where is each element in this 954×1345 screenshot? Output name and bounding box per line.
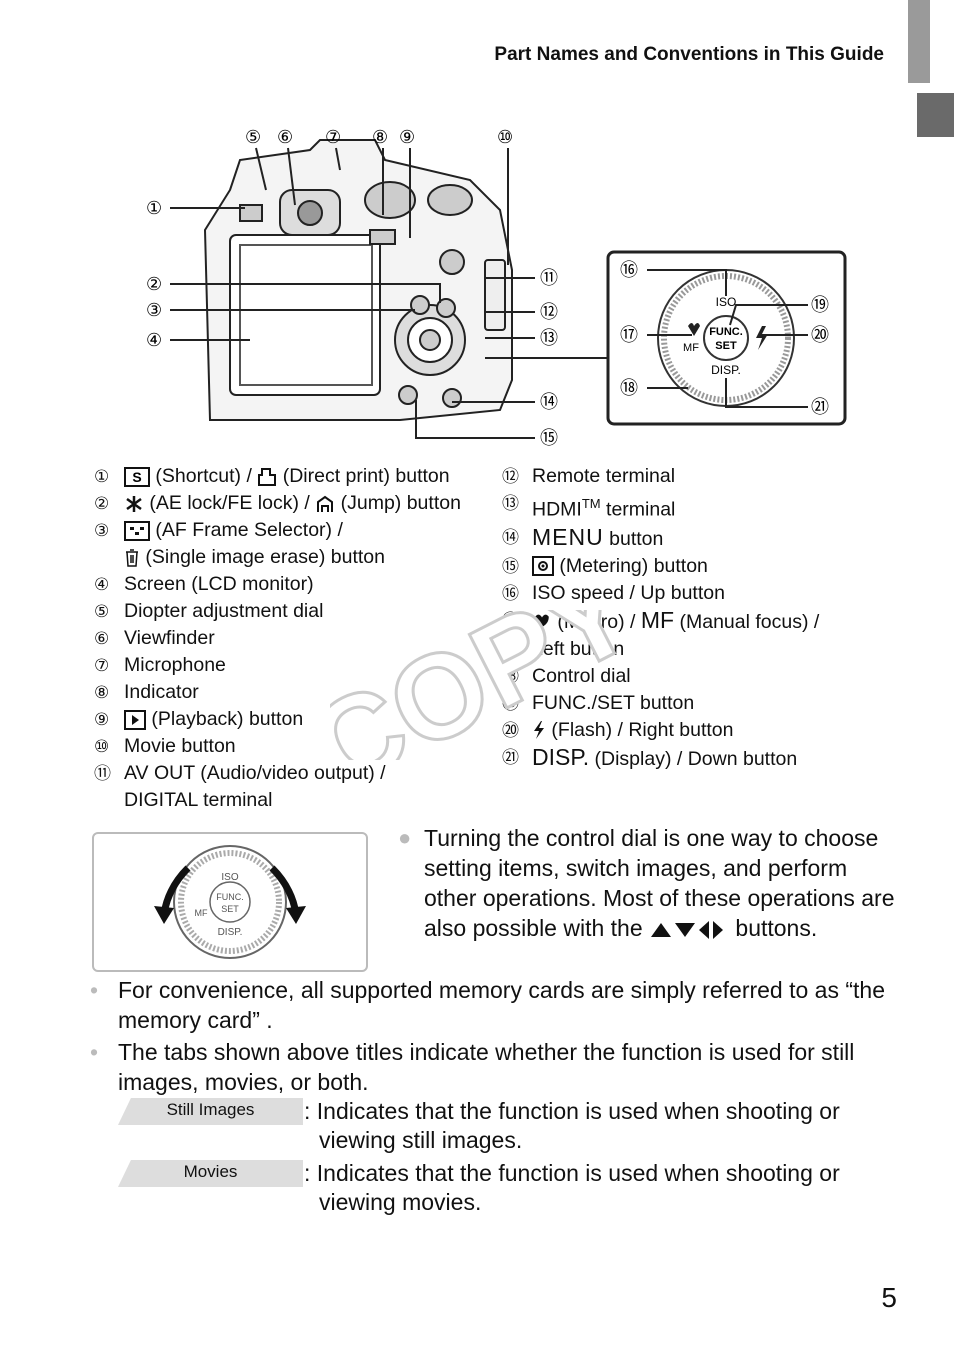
svg-text:SET: SET <box>221 904 239 914</box>
svg-text:DISP.: DISP. <box>218 927 243 938</box>
movies-tab: Movies <box>118 1160 303 1187</box>
camera-back-diagram: ⑤ ⑥ ⑦ ⑧ ⑨ ⑩ ① ② ③ ④ ⑪ ⑫ ⑬ ⑭ ⑮ ISO FUNC. … <box>146 127 847 448</box>
callout-8: ⑧ <box>372 127 388 147</box>
metering-icon <box>532 556 554 577</box>
callout-15: ⑮ <box>540 428 558 448</box>
callout-13: ⑬ <box>540 328 558 348</box>
callout-9: ⑨ <box>399 127 415 147</box>
page-header-title: Part Names and Conventions in This Guide <box>494 44 884 65</box>
copy-watermark: COPY <box>330 610 620 760</box>
callout-11: ⑪ <box>540 268 558 288</box>
tab-legend-still-images: Still Images : Indicates that the functi… <box>118 1096 908 1158</box>
dial-disp-label: DISP. <box>711 363 741 377</box>
page-number: 5 <box>881 1282 897 1313</box>
flash-icon <box>534 721 544 740</box>
dial-mf-label: MF <box>683 342 699 354</box>
tab-legend: Still Images : Indicates that the functi… <box>118 1096 908 1220</box>
disp-label: DISP. <box>532 743 590 770</box>
arrow-buttons-icon <box>651 920 724 939</box>
dial-set-label: SET <box>715 340 737 352</box>
legend-item-15: ⑮ (Metering) button <box>502 554 708 577</box>
callout-2: ② <box>146 274 162 294</box>
note-bullet-icon: ● <box>398 825 412 850</box>
callout-7: ⑦ <box>325 127 341 147</box>
bullet-list: • For convenience, all supported memory … <box>90 975 900 1097</box>
legend-item-3: ③ (AF Frame Selector) / <box>94 519 343 541</box>
ae-lock-icon <box>126 495 142 512</box>
legend-item-2: ② (AE lock/FE lock) / (Jump) button <box>94 492 461 514</box>
legend-item-17-cont: Left button <box>532 637 625 660</box>
svg-text:FUNC.: FUNC. <box>216 892 244 902</box>
section-tab-marker <box>908 0 930 83</box>
dial-func-label: FUNC. <box>709 326 743 338</box>
callout-3: ③ <box>146 300 162 320</box>
jump-icon <box>317 495 334 512</box>
callout-18: ⑱ <box>620 378 638 398</box>
af-frame-selector-icon <box>124 520 150 541</box>
callout-20: ⑳ <box>811 325 829 345</box>
svg-text:COPY: COPY <box>330 610 620 760</box>
callout-12: ⑫ <box>540 302 558 322</box>
camera-illustration <box>203 139 513 421</box>
tab-legend-movies: Movies : Indicates that the function is … <box>118 1158 908 1220</box>
legend-item-3-cont: (Single image erase) button <box>94 544 504 571</box>
svg-text:ISO: ISO <box>221 872 238 883</box>
macro-icon <box>535 615 549 632</box>
callout-21: ㉑ <box>811 397 829 417</box>
still-images-tab: Still Images <box>118 1098 303 1125</box>
legend-item-11-cont: DIGITAL terminal <box>124 789 273 811</box>
callout-5: ⑤ <box>245 127 261 147</box>
legend-item-17: ⑰ (Macro) / MF (Manual focus) / <box>502 606 820 633</box>
legend-item-20: ⑳ (Flash) / Right button <box>502 718 734 741</box>
legend-left: ① S (Shortcut) / (Direct print) button ②… <box>94 463 504 814</box>
callout-lines <box>170 147 608 439</box>
callout-10: ⑩ <box>497 127 513 147</box>
control-dial-rotation-diagram: ISO FUNC. SET MF DISP. <box>154 845 306 959</box>
callout-4: ④ <box>146 330 162 350</box>
callout-19: ⑲ <box>811 295 829 315</box>
manual-focus-label: MF <box>640 606 675 633</box>
erase-icon <box>126 549 138 567</box>
dial-iso-label: ISO <box>716 295 737 309</box>
svg-text:MF: MF <box>195 908 208 918</box>
callout-16: ⑯ <box>620 260 638 280</box>
callout-1: ① <box>146 198 162 218</box>
callout-6: ⑥ <box>277 127 293 147</box>
flash-icon <box>756 326 768 350</box>
svg-text:S: S <box>132 469 141 485</box>
bullet-item-tabs: • The tabs shown above titles indicate w… <box>90 1039 855 1095</box>
control-dial-illustration: ISO FUNC. SET MF DISP. <box>92 832 368 972</box>
callout-17: ⑰ <box>620 325 638 345</box>
dial-callout-lines <box>647 269 808 408</box>
macro-icon <box>688 323 700 336</box>
legend-item-9: ⑨ (Playback) button <box>94 708 304 730</box>
playback-icon <box>124 709 146 730</box>
control-dial-note: ● Turning the control dial is one way to… <box>398 825 895 941</box>
bullet-item-memory-card: • For convenience, all supported memory … <box>90 977 885 1033</box>
menu-label: MENU <box>532 523 604 550</box>
callout-14: ⑭ <box>540 392 558 412</box>
legend-item-1: ① S (Shortcut) / (Direct print) button <box>94 465 450 487</box>
section-tab-marker-active <box>917 93 954 137</box>
direct-print-icon <box>258 467 277 486</box>
shortcut-icon: S <box>124 466 150 487</box>
